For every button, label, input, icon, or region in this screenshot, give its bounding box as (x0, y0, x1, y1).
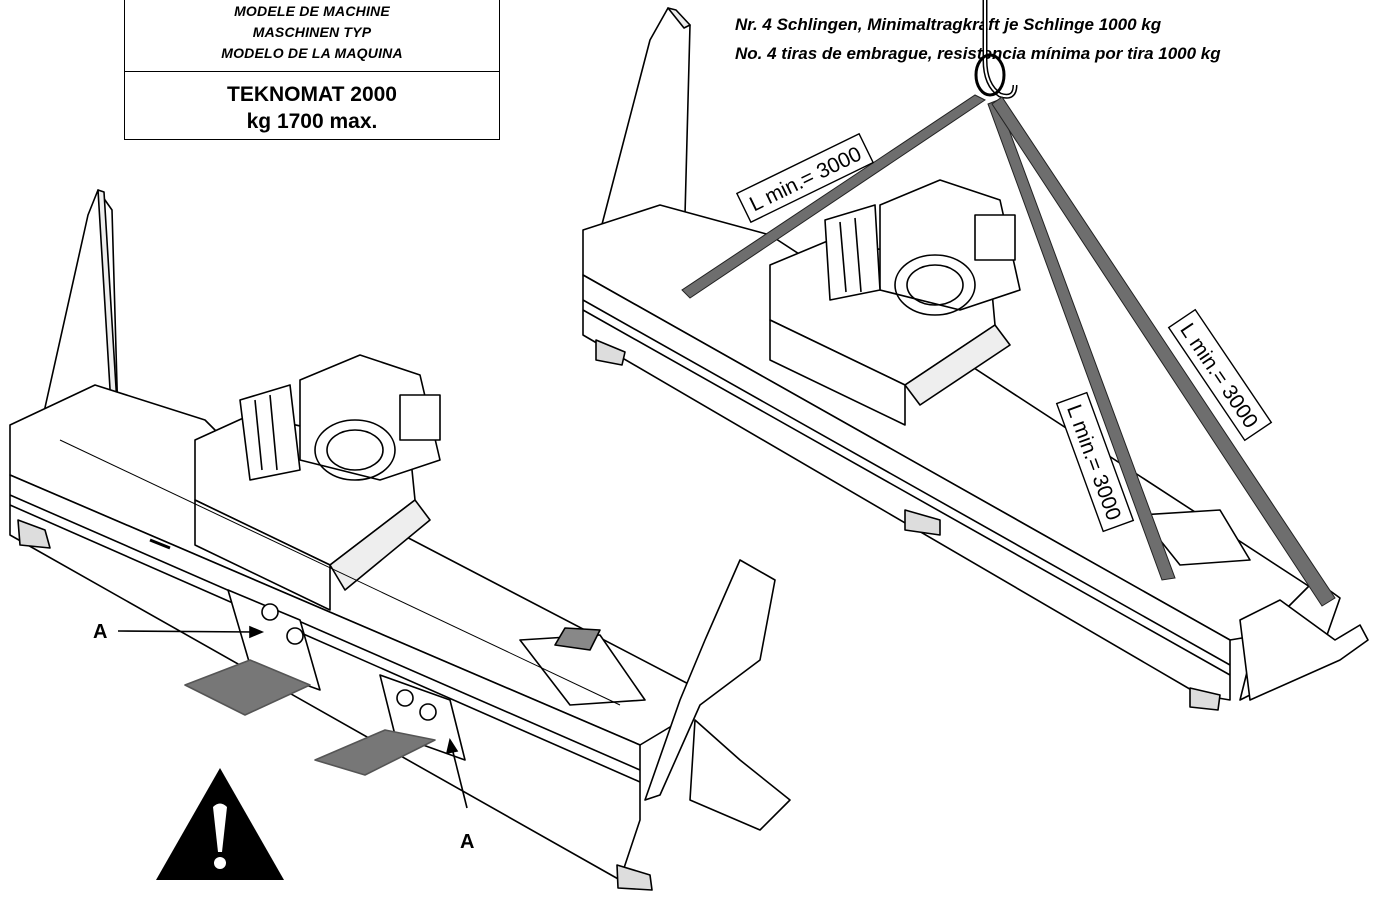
model-label-de: MASCHINEN TYP (252, 24, 372, 40)
lifting-slings (681, 94, 1336, 607)
exclamation-triangle-icon (156, 768, 284, 880)
machine-model-box: MODELE DE MACHINE MASCHINEN TYP MODELO D… (124, 0, 500, 140)
sling-note-de: Nr. 4 Schlingen, Minimaltragkraft je Sch… (735, 15, 1162, 34)
crane-hook-icon (974, 0, 1018, 99)
box-divider (125, 71, 499, 72)
machine-right (582, 7, 1369, 711)
sling-length-1: L min.= 3000 (746, 142, 865, 216)
callout-a-left: A (93, 621, 107, 643)
model-label-fr: MODELE DE MACHINE (234, 3, 390, 19)
callout-arrows (117, 625, 468, 809)
model-label-es: MODELO DE LA MAQUINA (221, 45, 403, 61)
callout-a-bottom: A (460, 831, 474, 853)
sling-length-3: L min.= 3000 (1175, 319, 1262, 432)
sling-note-es: No. 4 tiras de embrague, resistencia mín… (735, 44, 1221, 63)
max-weight: kg 1700 max. (246, 110, 378, 133)
model-name: TEKNOMAT 2000 (227, 83, 397, 106)
sling-notes: Nr. 4 Schlingen, Minimaltragkraft je Sch… (735, 0, 1221, 68)
machine-left (9, 189, 791, 891)
